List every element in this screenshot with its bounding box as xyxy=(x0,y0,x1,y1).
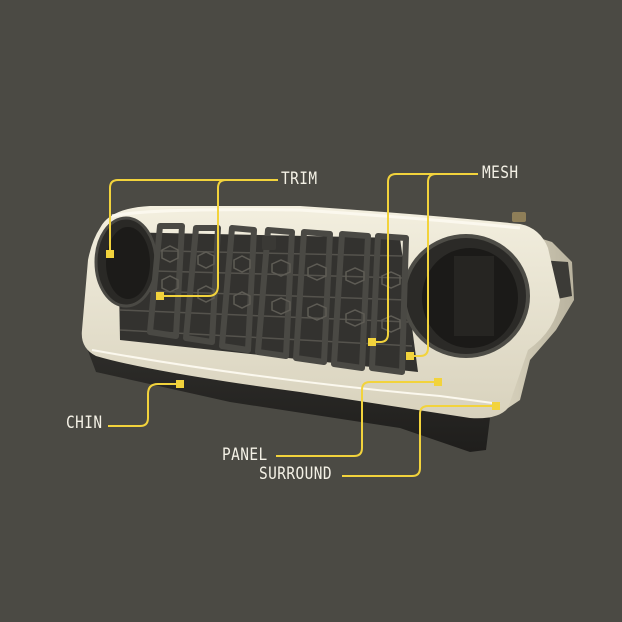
callout-leaders xyxy=(108,173,496,477)
panel-ridge xyxy=(91,349,501,405)
callout-label-chin: CHIN xyxy=(66,413,103,433)
callout-label-mesh: MESH xyxy=(482,163,519,183)
callout-markers xyxy=(106,250,500,410)
trim-slots xyxy=(147,223,409,375)
callout-label-panel: PANEL xyxy=(222,445,268,465)
chin-part xyxy=(84,340,490,452)
callout-label-trim: TRIM xyxy=(281,169,318,189)
callout-label-surround: SURROUND xyxy=(259,464,333,484)
